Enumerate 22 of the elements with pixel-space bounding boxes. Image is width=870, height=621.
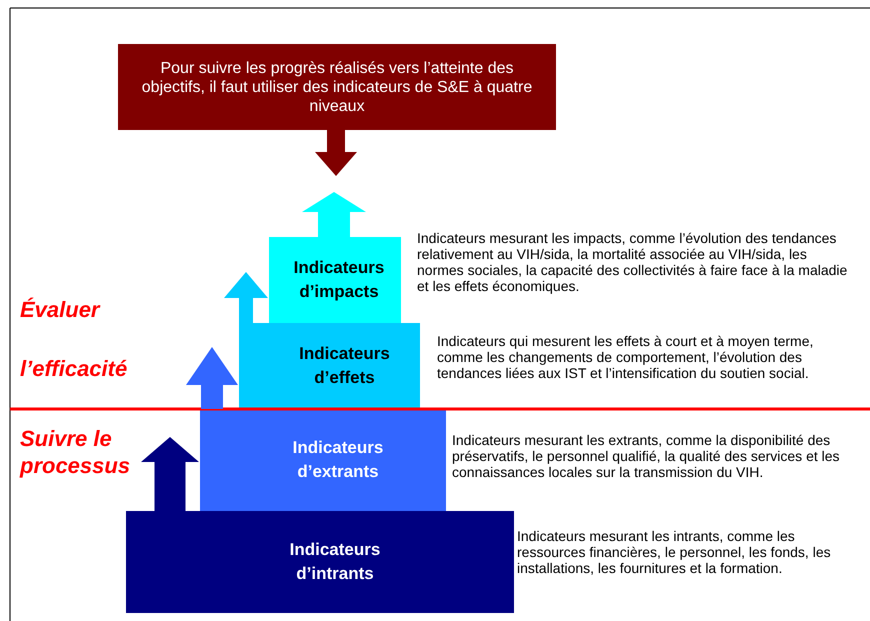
description-text: Indicateurs mesurant les impacts, comme l’évolution des tendances relativement au VIH/sida, la mortalité associée au VIH/sida, les normes sociales, la capacité des collectivités à faire face à la maladie et les effets économiques. xyxy=(417,230,848,294)
pyramid-tier xyxy=(200,409,446,511)
pyramid-tier xyxy=(239,323,420,409)
heading-box xyxy=(118,44,556,130)
node-label: Indicateurs d’extrants xyxy=(292,437,384,483)
pyramid-tier xyxy=(269,237,401,323)
node-label: Indicateurs d’impacts xyxy=(292,257,386,303)
block-arrow xyxy=(302,192,366,237)
node-label: Indicateurs d’intrants xyxy=(288,539,382,585)
description-text: Indicateurs mesurant les extrants, comme la disponibilité des préservatifs, le personnel qualifié, la qualité des services et les connaissances locales sur la transmission du VIH. xyxy=(452,432,841,480)
node-label: Indicateurs d’effets xyxy=(298,343,391,389)
description-text: Indicateurs qui mesurent les effets à court et à moyen terme, comme les changements de comportement, l’évolution des tendances liées aux IST et l’intensification du soutien social. xyxy=(437,333,814,381)
block-arrow xyxy=(141,437,199,511)
side-label: Suivre le processus xyxy=(20,425,132,479)
block-arrow xyxy=(186,347,238,409)
side-label: l’efficacité xyxy=(20,355,128,382)
block-arrow xyxy=(224,272,268,323)
block-arrow xyxy=(315,130,357,176)
side-label: Évaluer xyxy=(20,296,102,323)
node-label: Pour suivre les progrès réalisés vers l’atteinte des objectifs, il faut utiliser des indicateurs de S&E à quatre niveaux xyxy=(140,58,534,116)
description-text: Indicateurs mesurant les intrants, comme les ressources financières, le personnel, les fonds, les installations, les fournitures et la formation. xyxy=(517,528,832,576)
pyramid-tier xyxy=(126,511,514,613)
